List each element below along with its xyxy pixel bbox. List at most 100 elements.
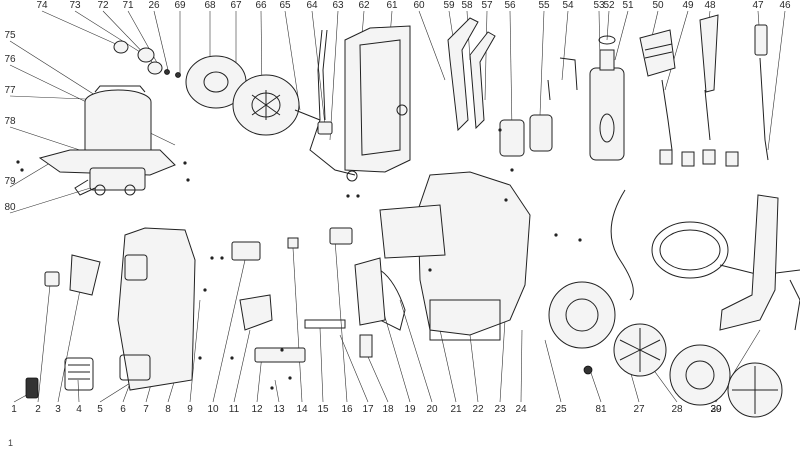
screw-icon (210, 256, 214, 260)
leader-line-81 (589, 369, 602, 403)
main-housing (354, 171, 531, 341)
part-label-14: 14 (296, 404, 308, 415)
part-label-65: 65 (279, 0, 291, 11)
part-label-50: 50 (652, 0, 664, 11)
leader-line-20 (399, 299, 433, 403)
leader-line-25 (544, 339, 562, 403)
leader-line-13 (274, 379, 280, 403)
part-label-69: 69 (174, 0, 186, 11)
part-label-6: 6 (120, 404, 126, 415)
leader-line-54 (561, 10, 569, 81)
leader-line-12 (256, 354, 263, 403)
part-label-10: 10 (207, 404, 219, 415)
trolley-frame (719, 194, 800, 331)
part-label-5: 5 (97, 404, 103, 415)
leader-line-23 (499, 319, 506, 403)
leader-line-52 (606, 10, 610, 41)
part-label-62: 62 (358, 0, 370, 11)
part-label-47: 47 (752, 0, 764, 11)
leader-line-79 (9, 159, 56, 188)
part-label-66: 66 (255, 0, 267, 11)
screw-icon (554, 233, 558, 237)
leader-line-14 (292, 247, 303, 403)
screw-icon (20, 168, 24, 172)
part-label-13: 13 (273, 404, 285, 415)
leader-line-9 (189, 299, 201, 403)
part-label-12: 12 (251, 404, 263, 415)
part-label-55: 55 (538, 0, 550, 11)
nozzle-fittings (659, 149, 739, 167)
part-label-4: 4 (76, 404, 82, 415)
handle-frame (309, 29, 358, 182)
screw-icon (356, 194, 360, 198)
part-label-72: 72 (97, 0, 109, 11)
part-label-9: 9 (187, 404, 193, 415)
leader-line-22 (469, 334, 479, 403)
part-label-23: 23 (494, 404, 506, 415)
screw-icon (16, 160, 20, 164)
leader-line-26 (153, 10, 169, 71)
rear-housing-panel (344, 25, 411, 173)
screw-icon (203, 288, 207, 292)
leader-line-56 (509, 10, 513, 131)
part-label-56: 56 (504, 0, 516, 11)
leader-line-55 (539, 10, 545, 116)
part-label-51: 51 (622, 0, 634, 11)
small-parts-middle (231, 227, 373, 363)
part-label-49: 49 (682, 0, 694, 11)
part-label-24: 24 (515, 404, 527, 415)
part-label-11: 11 (229, 404, 240, 415)
screw-icon (498, 128, 502, 132)
part-label-71: 71 (122, 0, 134, 11)
page-mark: 1 (8, 438, 14, 448)
part-label-61: 61 (386, 0, 398, 11)
leader-line-17 (339, 334, 369, 403)
detergent-bottle (589, 35, 625, 161)
screw-icon (346, 194, 350, 198)
part-label-73: 73 (69, 0, 81, 11)
part-label-81: 81 (595, 404, 607, 415)
screw-icon (270, 386, 274, 390)
part-label-15: 15 (317, 404, 329, 415)
leader-line-63 (329, 10, 339, 141)
part-label-46: 46 (779, 0, 791, 11)
parts-drawings (16, 14, 800, 418)
motor-pump-assembly (38, 85, 176, 196)
part-label-27: 27 (633, 404, 645, 415)
leader-line-16 (334, 239, 348, 403)
screw-icon (183, 161, 187, 165)
screw-icon (288, 376, 292, 380)
leader-line-3 (57, 289, 81, 403)
part-label-21: 21 (450, 404, 462, 415)
part-label-3: 3 (55, 404, 61, 415)
power-cord-hose (610, 189, 800, 301)
detergent-cartridges (499, 57, 578, 157)
part-label-77: 77 (4, 85, 16, 96)
leader-line-11 (233, 329, 251, 403)
part-label-78: 78 (4, 116, 16, 127)
leader-line-10 (212, 259, 246, 403)
screw-icon (578, 238, 582, 242)
screw-icon (504, 198, 508, 202)
screw-icon (230, 356, 234, 360)
part-label-64: 64 (306, 0, 318, 11)
part-label-79: 79 (4, 176, 16, 187)
part-label-22: 22 (472, 404, 484, 415)
part-label-58: 58 (461, 0, 473, 11)
leader-line-73 (74, 10, 141, 53)
part-label-16: 16 (341, 404, 353, 415)
leader-line-24 (520, 329, 523, 403)
part-label-75: 75 (4, 30, 16, 41)
part-label-28: 28 (671, 404, 683, 415)
leader-line-71 (127, 10, 161, 69)
part-label-25: 25 (555, 404, 567, 415)
part-label-80: 80 (4, 202, 16, 213)
part-label-29: 29 (710, 404, 722, 415)
hose-reel (185, 55, 321, 136)
wheels (548, 281, 783, 418)
front-cover (117, 227, 196, 391)
spray-gun (447, 17, 496, 132)
part-label-54: 54 (562, 0, 574, 11)
part-label-2: 2 (35, 404, 41, 415)
